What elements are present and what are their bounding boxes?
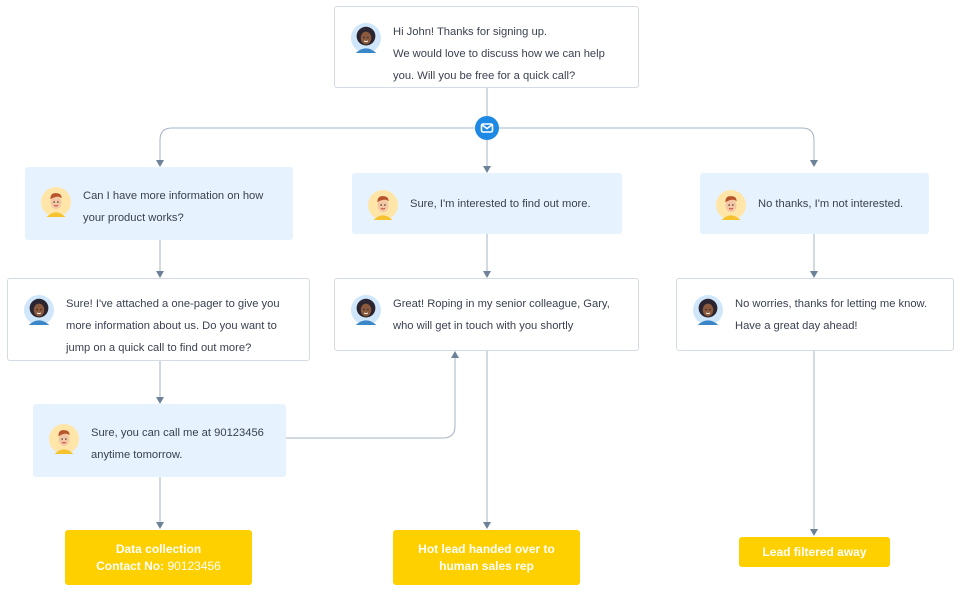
woman-avatar-icon (351, 295, 381, 325)
arrowhead (156, 160, 164, 167)
contact-label: Contact No: (96, 558, 165, 573)
woman-avatar-icon (351, 23, 381, 53)
arrowhead (483, 166, 491, 173)
arrowhead (483, 271, 491, 278)
user-followup-phone: Sure, you can call me at 90123456 anytim… (33, 404, 286, 477)
message-text: No thanks, I'm not interested. (758, 197, 904, 210)
arrowhead (156, 522, 164, 529)
outcome-label: Data collection (115, 541, 202, 556)
user-reply-interested: Sure, I'm interested to find out more. (352, 173, 622, 234)
arrowhead (810, 529, 818, 536)
man-avatar-icon (368, 189, 398, 220)
message-text: Sure, I'm interested to find out more. (410, 197, 591, 210)
man-avatar-icon (716, 189, 746, 220)
man-avatar-icon (41, 187, 71, 217)
woman-avatar-icon (693, 295, 723, 325)
outcome-line: Hot lead handed over to (418, 541, 555, 556)
message-text: No worries, thanks for letting me know. … (735, 298, 928, 332)
outcome-line: Lead filtered away (762, 544, 867, 559)
arrowhead (810, 271, 818, 278)
user-reply-more-info: Can I have more information on how your … (25, 167, 293, 240)
arrowhead (451, 351, 459, 358)
arrowhead (156, 271, 164, 278)
woman-avatar-icon (24, 295, 54, 325)
message-text: Sure, you can call me at 90123456 anytim… (91, 427, 264, 461)
message-text: Sure! I've attached a one-pager to give … (66, 298, 280, 354)
bot-reply-no-worries: No worries, thanks for letting me know. … (676, 278, 954, 351)
outcome-data-collection: Data collection Contact No: 90123456 (65, 530, 252, 585)
bot-reply-one-pager: Sure! I've attached a one-pager to give … (7, 278, 310, 361)
outcome-lead-filtered: Lead filtered away (739, 537, 890, 567)
start-message: Hi John! Thanks for signing up. We would… (334, 6, 639, 88)
message-text: Hi John! Thanks for signing up. We would… (393, 26, 605, 82)
outcome-line: human sales rep (439, 558, 534, 573)
man-avatar-icon (49, 424, 79, 454)
user-reply-not-interested: No thanks, I'm not interested. (700, 173, 929, 234)
bot-reply-senior-colleague: Great! Roping in my senior colleague, Ga… (334, 278, 639, 351)
contact-value: 90123456 (167, 558, 221, 573)
email-icon (475, 116, 499, 140)
arrowhead (156, 397, 164, 404)
message-text: Great! Roping in my senior colleague, Ga… (393, 298, 610, 332)
arrowhead (810, 160, 818, 167)
message-text: Can I have more information on how your … (83, 190, 264, 224)
arrowhead (483, 522, 491, 529)
outcome-hot-lead: Hot lead handed over to human sales rep (393, 530, 580, 585)
